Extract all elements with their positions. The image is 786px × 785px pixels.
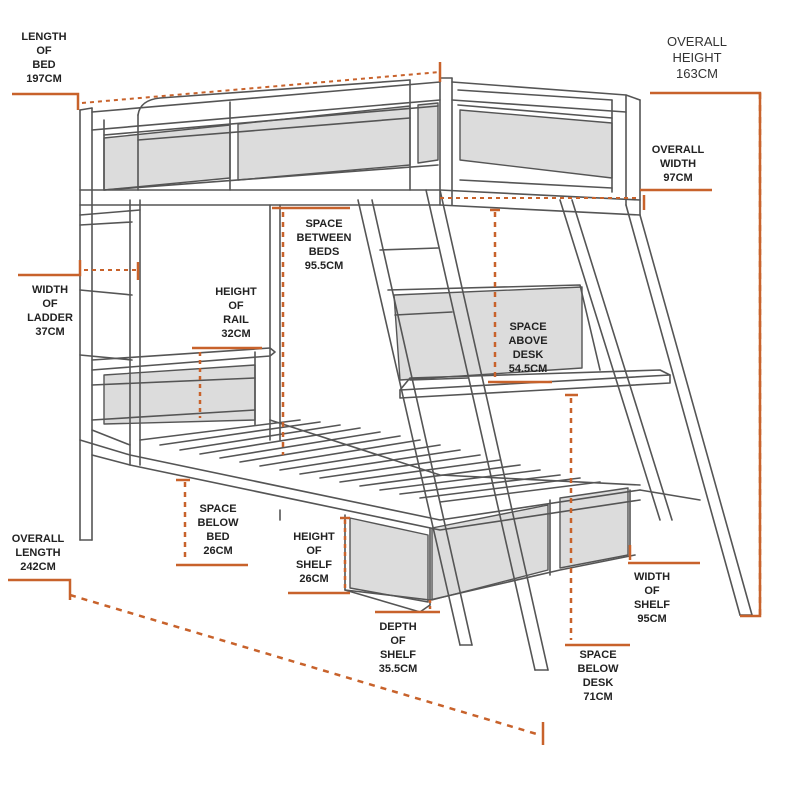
space-below-bed-marker (176, 478, 248, 567)
front-ladder (357, 189, 549, 671)
upper-bunk (79, 77, 641, 541)
depth-of-shelf-marker (375, 600, 440, 614)
length-of-bed-marker (12, 62, 442, 110)
overall-length-marker (8, 578, 545, 745)
height-of-rail-marker (192, 346, 262, 418)
space-above-desk-marker (488, 208, 552, 384)
space-between-beds-marker (272, 206, 350, 455)
bunk-bed-frame (79, 77, 753, 671)
overall-height-marker (650, 91, 762, 618)
dimension-lines (8, 62, 762, 745)
height-of-shelf-marker (288, 516, 350, 595)
width-of-ladder-marker (18, 260, 140, 280)
overall-width-marker (440, 188, 712, 210)
space-below-desk-marker (565, 393, 630, 647)
width-of-shelf-marker (628, 545, 700, 565)
mesh-panels (103, 102, 629, 603)
side-ladder (79, 199, 141, 466)
desk (387, 199, 753, 616)
